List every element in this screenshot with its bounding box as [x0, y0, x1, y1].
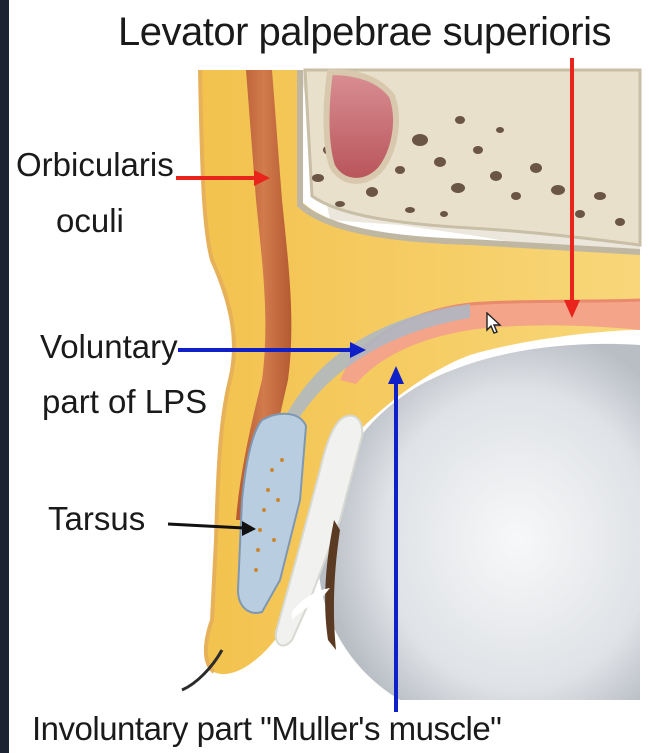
- label-involuntary-mullers-muscle: Involuntary part "Muller's muscle": [32, 712, 501, 745]
- mouse-pointer-icon: [486, 312, 502, 336]
- label-oculi: oculi: [56, 204, 124, 237]
- frontal-sinus: [327, 72, 397, 181]
- label-part-of-lps: part of LPS: [42, 385, 207, 418]
- label-orbicularis: Orbicularis: [16, 148, 174, 181]
- label-voluntary: Voluntary: [40, 330, 178, 363]
- label-levator-palpebrae-superioris: Levator palpebrae superioris: [118, 12, 611, 52]
- label-tarsus: Tarsus: [48, 502, 145, 535]
